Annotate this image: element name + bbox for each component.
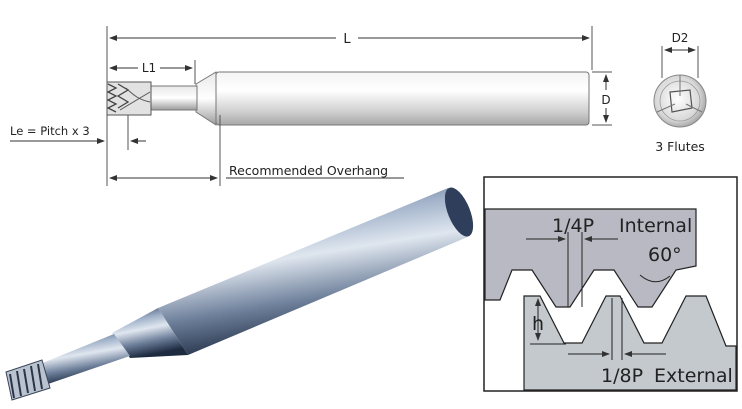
external-label: External [654,365,733,387]
end-view-caption: 3 Flutes [655,139,705,154]
dim-overhang: Recommended Overhang [109,115,404,186]
dim-L: L [106,26,593,82]
tool-photo-shank [158,188,470,355]
dim-D2-label: D2 [672,31,689,45]
dim-L1: L1 [109,60,196,84]
internal-thread [484,208,697,308]
dim-overhang-label: Recommended Overhang [229,163,388,178]
tool-end-view: D2 3 Flutes [653,31,707,154]
dim-Le-label: Le = Pitch x 3 [10,124,90,138]
thread-profile-panel: Internal 60° 1/4P 1/8P External h [483,176,738,392]
eighth-pitch-label: 1/8P [601,365,643,387]
tool-photo [5,187,474,401]
dim-L1-label: L1 [142,61,156,75]
external-thread [523,295,737,391]
dim-D-label: D [601,93,610,107]
dim-L-label: L [343,32,351,47]
tool-photo-neck [40,334,130,384]
tool-taper [195,71,217,126]
tool-photo-taper [112,308,188,358]
angle-arc [639,274,671,283]
quarter-pitch-label: 1/4P [552,215,594,237]
height-label: h [532,313,544,335]
tool-photo-thread-head [5,359,51,401]
tool-shank [215,71,590,126]
angle-label: 60° [648,244,682,266]
tool-side-view [106,71,590,126]
internal-label: Internal [619,215,692,237]
tool-cutting-head [106,81,152,116]
dim-Le: Le = Pitch x 3 [10,115,146,186]
dim-D: D [592,71,612,126]
tool-neck [149,85,198,111]
